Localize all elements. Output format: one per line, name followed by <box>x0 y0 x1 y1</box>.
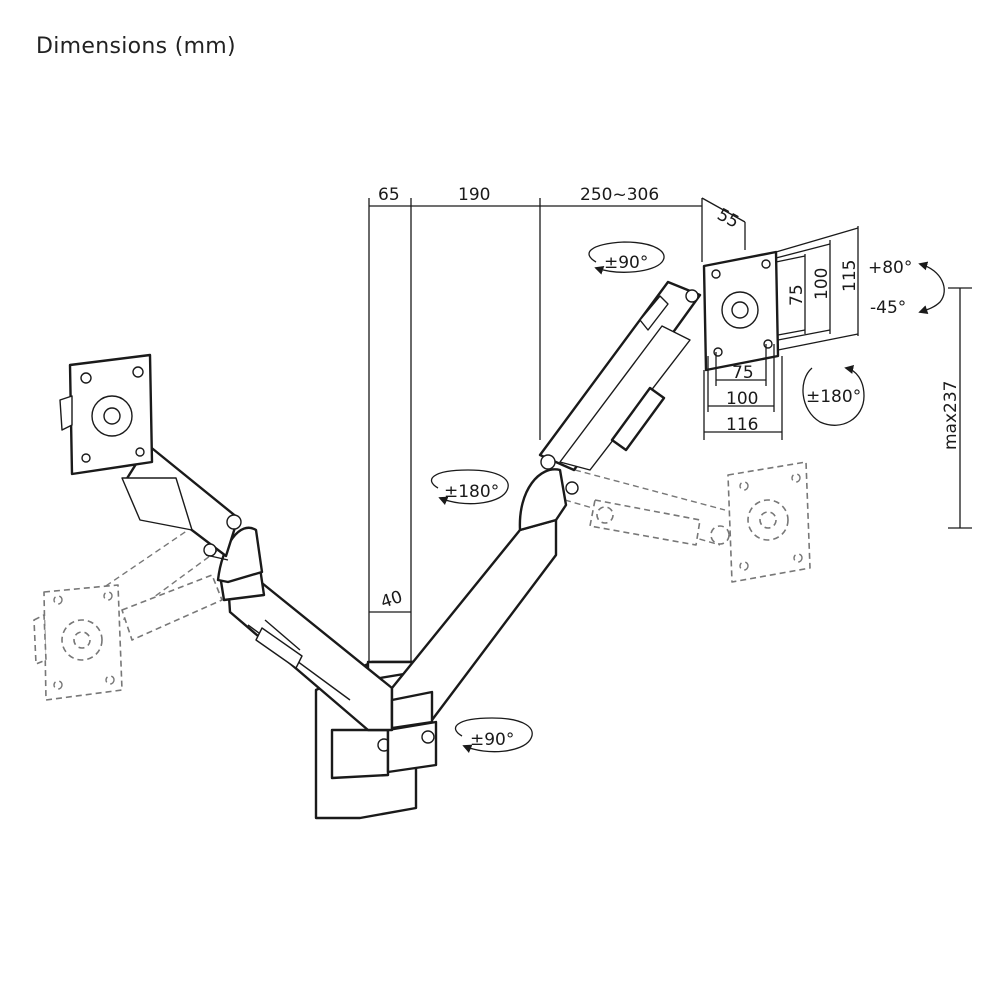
left-vesa-plate <box>59 353 154 476</box>
rotation-elbow-swivel: ±180° <box>430 469 509 505</box>
ghost-left-position <box>33 514 226 701</box>
ghost-right-position <box>564 461 811 583</box>
svg-text:+80°: +80° <box>868 258 912 278</box>
dim-190: 190 <box>458 185 490 205</box>
dim-plate-h115: 115 <box>840 260 860 292</box>
svg-text:±90°: ±90° <box>470 730 514 750</box>
dim-plate-w75: 75 <box>732 363 754 383</box>
svg-text:±180°: ±180° <box>444 482 499 502</box>
height-dimension-line <box>948 287 972 529</box>
right-vesa-plate <box>702 250 780 372</box>
dim-plate-h100: 100 <box>812 268 832 300</box>
right-monitor-arm <box>390 280 702 730</box>
svg-text:±90°: ±90° <box>604 253 648 273</box>
vesa-dimension-lines <box>703 226 859 440</box>
dim-250-306: 250~306 <box>580 185 659 205</box>
rotation-tilt: +80° -45° <box>868 258 945 318</box>
svg-text:±180°: ±180° <box>806 387 861 407</box>
svg-text:-45°: -45° <box>870 298 906 318</box>
dim-65: 65 <box>378 185 400 205</box>
rotation-base-swivel: ±90° <box>454 717 533 753</box>
dim-max237: max237 <box>941 381 961 451</box>
dim-plate-h75: 75 <box>787 284 807 306</box>
rotation-top-swivel: ±90° <box>588 241 665 275</box>
left-monitor-arm <box>121 443 394 732</box>
rotation-plate-rotation: ±180° <box>802 364 865 426</box>
dim-plate-w116: 116 <box>726 415 758 435</box>
top-dimension-lines <box>368 197 746 690</box>
page-title: Dimensions (mm) <box>36 34 236 59</box>
dim-plate-w100: 100 <box>726 389 758 409</box>
dim-55: 55 <box>714 205 742 233</box>
dim-40: 40 <box>378 587 405 613</box>
